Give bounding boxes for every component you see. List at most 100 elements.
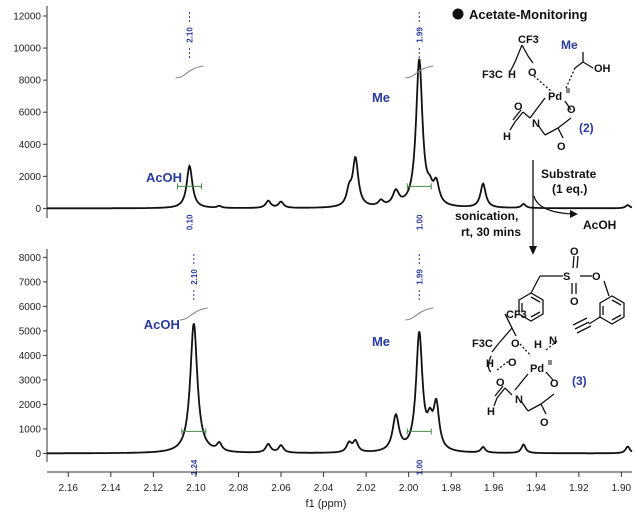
top-peak-labels: AcOH Me xyxy=(146,90,390,185)
o-carbonyl-label: O xyxy=(496,377,505,389)
reaction-arrow-head xyxy=(529,246,537,255)
h-formyl-label: H xyxy=(503,131,511,143)
x-tick-label: 1.92 xyxy=(569,483,589,494)
pd-label: Pd xyxy=(548,91,562,103)
h-label: H xyxy=(508,69,516,81)
y-tick-label: 3000 xyxy=(19,375,42,386)
o-label: O xyxy=(528,67,537,79)
integral-curve xyxy=(405,65,434,79)
y-tick-label: 2000 xyxy=(19,400,42,411)
x-tick-label: 1.90 xyxy=(612,483,632,494)
integral-curve xyxy=(175,65,204,79)
bond xyxy=(572,317,588,326)
peak-label: Me xyxy=(372,334,390,349)
conditions-line-1: sonication, xyxy=(455,209,518,223)
integration-region-value: 1.24 xyxy=(190,459,199,475)
legend-marker xyxy=(452,8,464,20)
integral-value: 1.99 xyxy=(415,269,424,285)
bond xyxy=(498,327,513,344)
bond xyxy=(576,325,592,334)
integral-curve xyxy=(179,307,208,321)
h-formyl-label: H xyxy=(487,406,495,418)
bond xyxy=(494,385,504,397)
y-tick-label: 7000 xyxy=(19,277,42,288)
o-alkoxy-label: O xyxy=(511,338,520,350)
o-ester-label: O xyxy=(592,271,601,283)
y-tick-label: 6000 xyxy=(19,108,42,119)
bond xyxy=(582,61,594,69)
y-tick-label: 4000 xyxy=(19,140,42,151)
bond xyxy=(514,111,524,123)
bond xyxy=(504,313,513,329)
o-carboxylate-label: O xyxy=(550,378,559,390)
y-tick-label: 8000 xyxy=(19,253,42,264)
bond xyxy=(603,280,610,297)
bond xyxy=(574,61,584,69)
o-sulfonyl-bottom-label: O xyxy=(570,296,579,308)
integral-value: 2.10 xyxy=(190,269,199,285)
conditions-line-2: rt, 30 mins xyxy=(461,225,521,239)
aromatic-bond xyxy=(530,296,541,303)
bond xyxy=(527,403,542,412)
oh-label: OH xyxy=(594,63,611,75)
bond xyxy=(493,397,498,407)
x-tick-label: 1.94 xyxy=(527,483,547,494)
bond xyxy=(509,121,516,131)
peak-label: AcOH xyxy=(146,170,182,185)
n-label: N xyxy=(532,118,540,130)
integration-region-value: 1.00 xyxy=(415,214,424,230)
bond xyxy=(576,255,579,269)
bond xyxy=(564,100,572,111)
integration-region-value: 0.10 xyxy=(186,214,195,230)
cf3-label: CF3 xyxy=(506,309,527,321)
n-nitrile-label: N xyxy=(549,335,557,347)
legend-label: Acetate-Monitoring xyxy=(469,7,588,22)
peak-label: AcOH xyxy=(144,317,180,332)
y-tick-label: 5000 xyxy=(19,326,42,337)
integration-region-value: 1.00 xyxy=(415,459,424,475)
bond xyxy=(509,61,516,73)
bond xyxy=(514,373,529,391)
y-tick-label: 0 xyxy=(35,204,41,215)
bond xyxy=(530,275,541,294)
o-carbonyl-2-label: O xyxy=(557,141,566,153)
complex-3-label: (3) xyxy=(572,374,587,388)
complex-2-label: (2) xyxy=(579,121,594,135)
x-tick-label: 2.14 xyxy=(101,483,121,494)
x-tick-label: 2.16 xyxy=(59,483,79,494)
o-carbonyl-2-label: O xyxy=(540,417,549,429)
f3c-label: F3C xyxy=(472,338,493,350)
bond xyxy=(522,111,531,119)
integral-curve xyxy=(405,307,434,321)
bond xyxy=(574,321,590,330)
substrate-label: Substrate xyxy=(541,167,597,181)
o-carbonyl-label: O xyxy=(514,101,523,113)
bond xyxy=(557,127,564,139)
x-tick-label: 2.04 xyxy=(314,483,334,494)
bond xyxy=(496,387,506,399)
integral-value: 2.10 xyxy=(186,27,195,43)
dative-bond xyxy=(519,343,532,357)
substrate-equiv-label: (1 eq.) xyxy=(552,182,587,196)
acoh-release-label: AcOH xyxy=(583,218,616,232)
x-tick-label: 2.06 xyxy=(271,483,291,494)
y-tick-label: 6000 xyxy=(19,302,42,313)
y-tick-label: 10000 xyxy=(13,44,41,55)
bond xyxy=(514,44,523,63)
o-sulfonyl-top-label: O xyxy=(570,246,579,258)
bond xyxy=(512,109,522,121)
peak-label: Me xyxy=(372,90,390,105)
y-tick-label: 4000 xyxy=(19,351,42,362)
bond xyxy=(521,44,529,57)
integral-value: 1.99 xyxy=(415,27,424,43)
x-axis-title: f1 (ppm) xyxy=(306,498,347,510)
top-spectrum-line xyxy=(47,58,633,210)
complex-2-atoms: CF3 F3C H O Me OH Pd II O N O H O (2) xyxy=(482,34,611,153)
o-carboxylate-label: O xyxy=(567,104,576,116)
